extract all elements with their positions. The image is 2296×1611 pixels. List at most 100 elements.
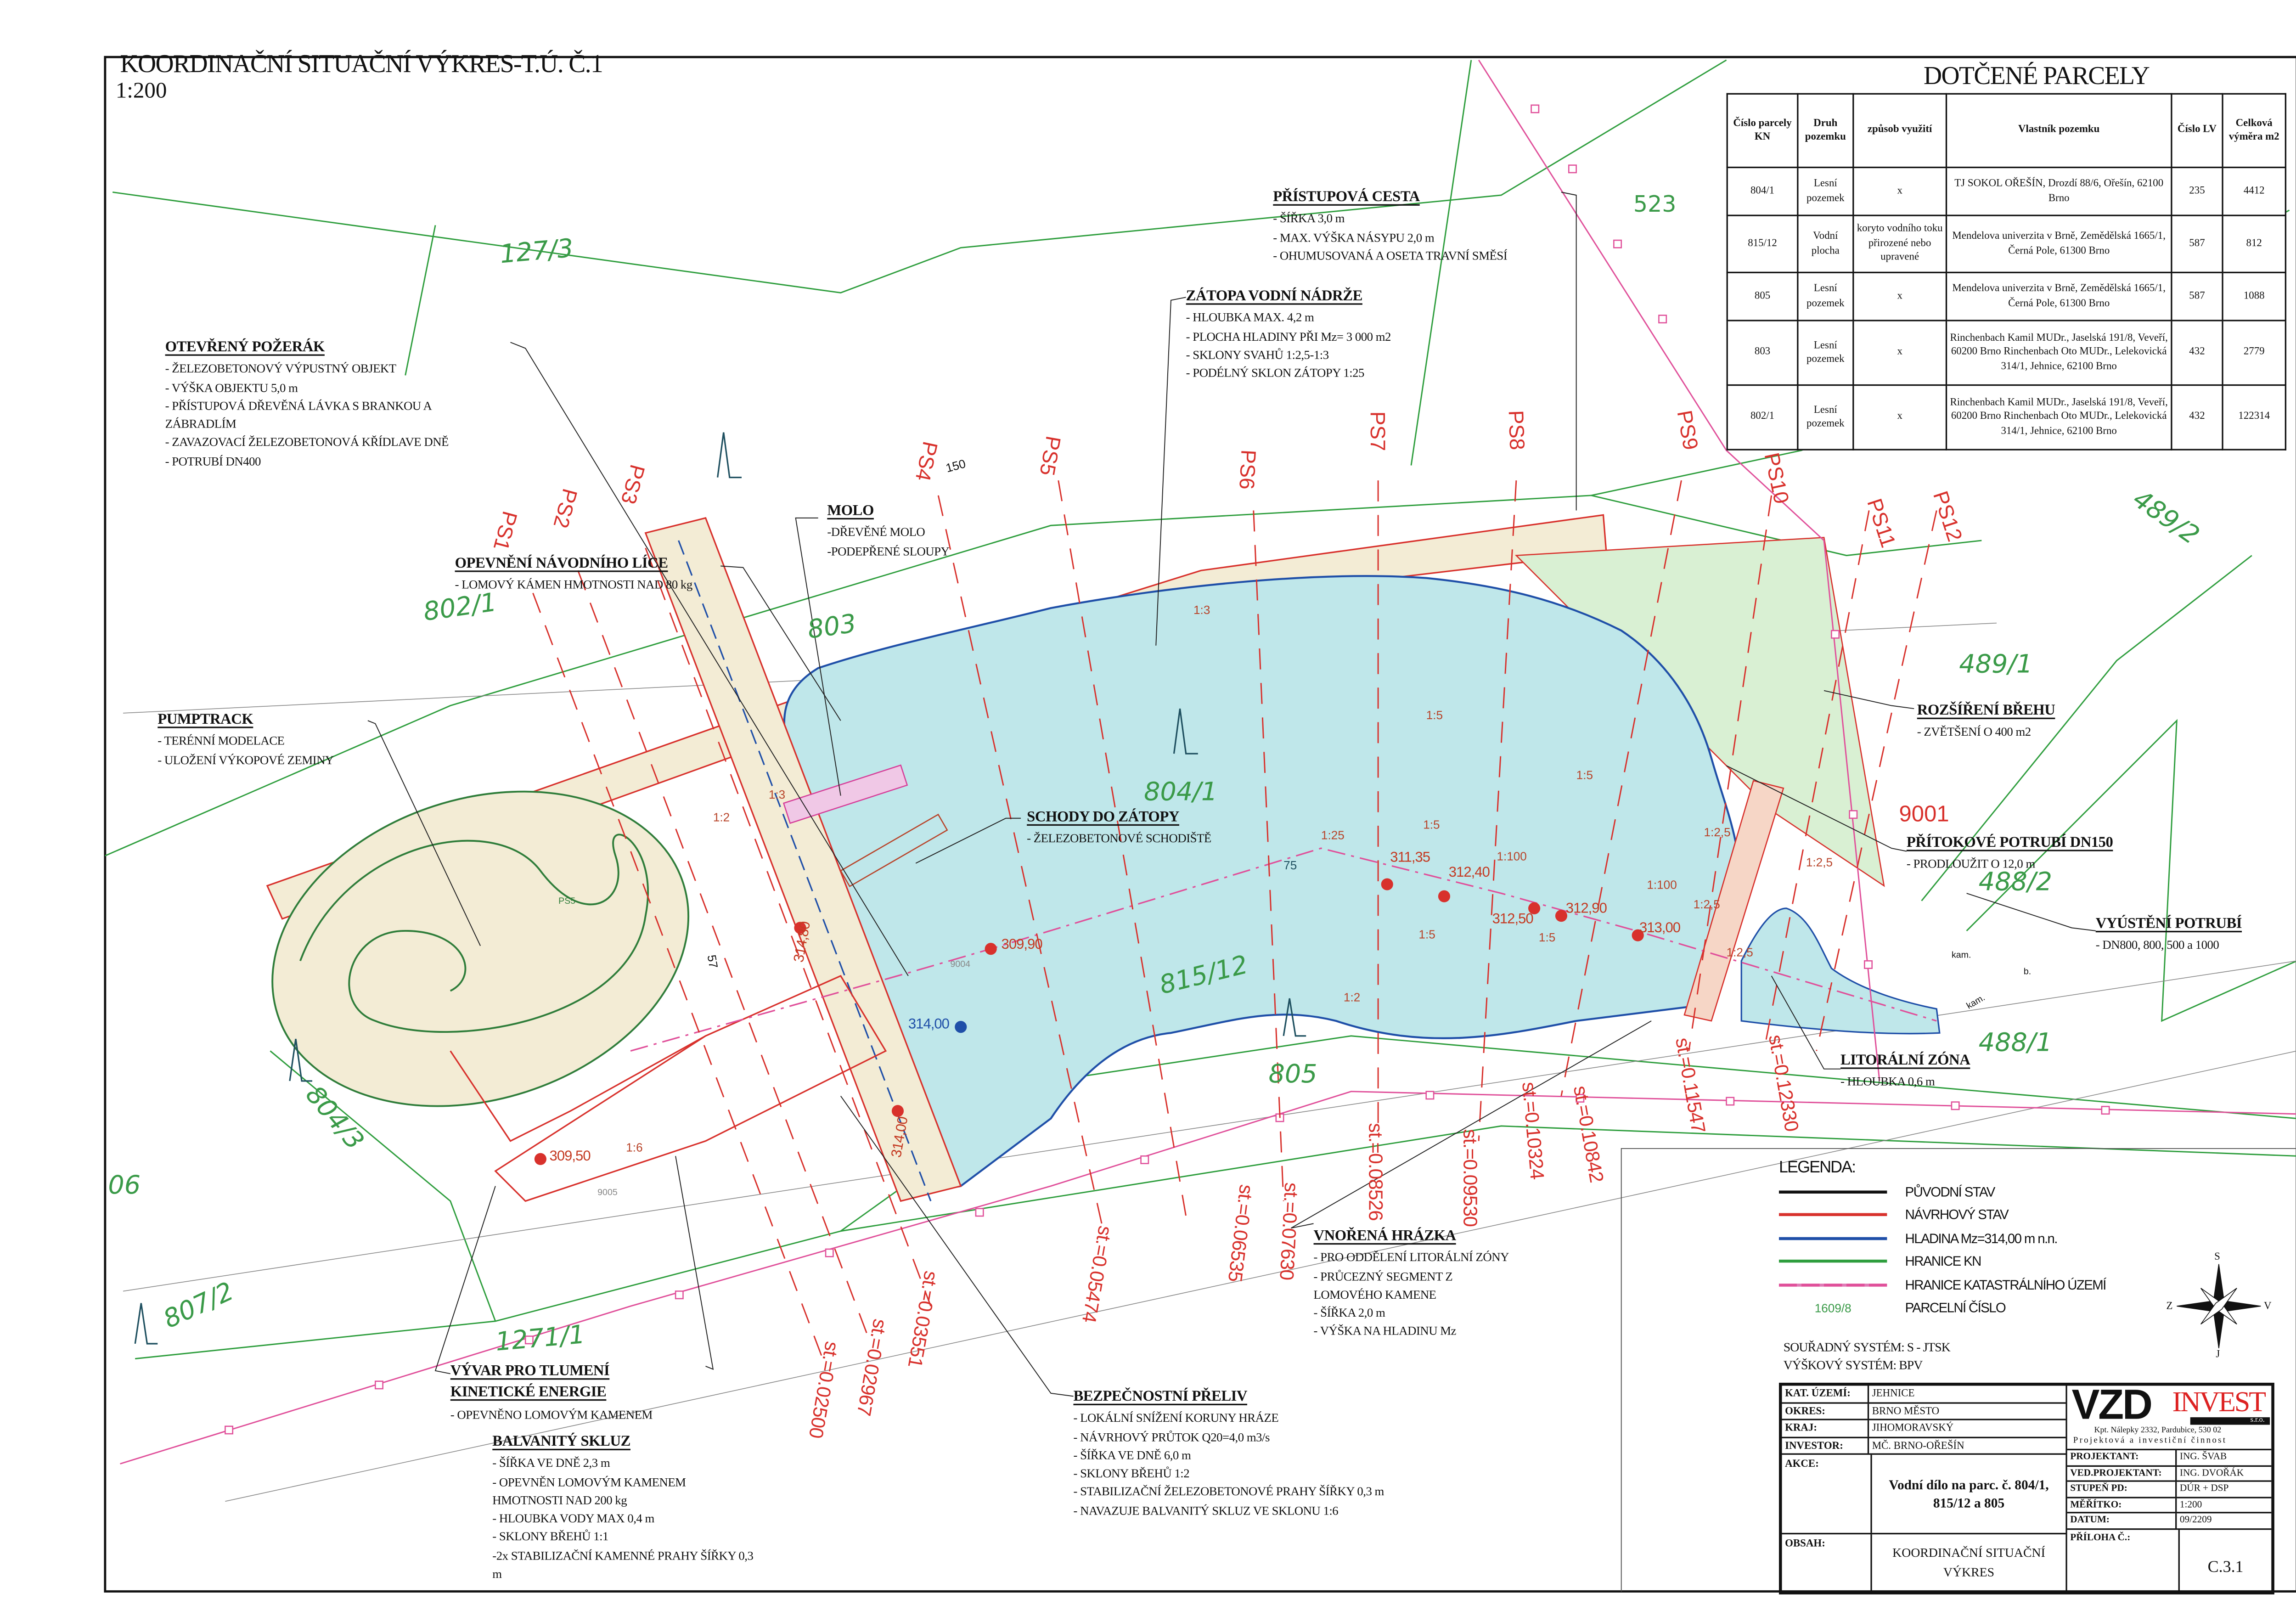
- note-pumptrack: PUMPTRACK - TERÉNNÍ MODELACE - ULOŽENÍ V…: [158, 712, 334, 770]
- field-label: OBSAH:: [1782, 1534, 1872, 1592]
- field-value: BRNO MĚSTO: [1872, 1404, 1940, 1417]
- parcel-number: 805: [1268, 1060, 1317, 1090]
- field-label: OKRES:: [1782, 1403, 1869, 1419]
- annotation-leader-lines: [367, 192, 2096, 1397]
- note-item: - POTRUBÍ DN400: [165, 454, 261, 468]
- field-label: STUPEŇ PD:: [2067, 1481, 2177, 1496]
- slope-label: 1:100: [1647, 878, 1677, 892]
- legend-line-original: [1779, 1190, 1887, 1194]
- legend-label: PARCELNÍ ČÍSLO: [1905, 1300, 2006, 1316]
- note-item: - ŠÍŘKA 2,0 m: [1313, 1306, 1385, 1320]
- elevation-label: 309,90: [1001, 936, 1043, 953]
- note-title: OPEVNĚNÍ NÁVODNÍHO LÍCE: [455, 555, 668, 572]
- table-row: 803 Lesní pozemek x Rinchenbach Kamil MU…: [1726, 320, 2286, 386]
- table-header-row: Číslo parcely KN Druh pozemku způsob vyu…: [1726, 93, 2286, 169]
- note-item: - HLOUBKA VODY MAX 0,4 m: [492, 1512, 654, 1526]
- note-item: -PODEPŘENÉ SLOUPY: [827, 544, 950, 558]
- pumptrack-label: PS5: [558, 897, 576, 907]
- note-upstream-face: OPEVNĚNÍ NÁVODNÍHO LÍCE - LOMOVÝ KÁMEN H…: [455, 555, 693, 596]
- field-label: AKCE:: [1782, 1454, 1872, 1533]
- field-value: MČ. BRNO-OŘEŠÍN: [1872, 1439, 1964, 1451]
- cell-lv: 432: [2171, 384, 2223, 451]
- note-item: - ZVĚTŠENÍ O 400 m2: [1917, 725, 2031, 739]
- material-label: kam.: [1951, 952, 1971, 961]
- pier: [782, 764, 908, 824]
- field-value: JIHOMORAVSKÝ: [1872, 1421, 1954, 1434]
- cell-vyuziti: x: [1852, 320, 1947, 386]
- column-header: Číslo LV: [2171, 93, 2223, 169]
- submerged-dam: [1683, 780, 1784, 1022]
- note-title: PŘÍTOKOVÉ POTRUBÍ DN150: [1906, 834, 2113, 851]
- cell-kn: 803: [1726, 320, 1799, 386]
- dimension-label: 57: [704, 954, 720, 969]
- column-header: Vlastník pozemku: [1945, 93, 2172, 169]
- note-title: KINETICKÉ ENERGIE: [450, 1385, 607, 1402]
- drawing-scale: 1:200: [115, 79, 167, 104]
- parcel-number: 127/3: [499, 234, 575, 270]
- legend-line-water: [1779, 1237, 1887, 1240]
- field-value: ING. DVOŘÁK: [2179, 1467, 2244, 1478]
- station-label: st.=0.08526: [1364, 1123, 1387, 1221]
- cell-vymera: 1088: [2222, 271, 2286, 321]
- cell-vymera: 2779: [2222, 320, 2286, 386]
- title-block-row: OKRES:BRNO MĚSTO: [1782, 1403, 2066, 1420]
- field-label: PŘÍLOHA Č.:: [2067, 1529, 2180, 1592]
- cell-lv: 587: [2171, 271, 2223, 321]
- cell-vyuziti: x: [1852, 166, 1947, 216]
- cell-vyuziti: x: [1852, 271, 1947, 321]
- note-bank-extension: ROZŠÍŘENÍ BŘEHU - ZVĚTŠENÍ O 400 m2: [1917, 703, 2055, 743]
- note-item: -DŘEVĚNÉ MOLO: [827, 526, 925, 540]
- project-name: Vodní dílo na parc. č. 804/1, 815/12 a 8…: [1889, 1477, 2049, 1510]
- note-item: - LOKÁLNÍ SNÍŽENÍ KORUNY HRÁZE: [1073, 1412, 1279, 1425]
- compass-rose: [2177, 1264, 2261, 1348]
- content-field: OBSAH:KOORDINAČNÍ SITUAČNÍ VÝKRES: [1782, 1534, 2066, 1592]
- parcel-number: 06: [108, 1171, 141, 1201]
- parcel-number: 804/1: [1144, 777, 1218, 808]
- column-header: Celková výměra m2: [2222, 93, 2286, 169]
- title-block-row: MĚŘÍTKO:1:200: [2067, 1498, 2272, 1514]
- cell-vlastnik: Mendelova univerzita v Brně, Zemědělská …: [1945, 214, 2172, 273]
- note-item: - VÝŠKA NA HLADINU Mz: [1313, 1325, 1457, 1339]
- table-row: 805 Lesní pozemek x Mendelova univerzita…: [1726, 271, 2286, 321]
- table-row: 815/12 Vodní plocha koryto vodního toku …: [1726, 214, 2286, 273]
- note-safety-spillway: BEZPEČNOSTNÍ PŘELIV - LOKÁLNÍ SNÍŽENÍ KO…: [1073, 1389, 1384, 1521]
- column-header: Číslo parcely KN: [1726, 93, 1799, 169]
- elevation-label: 312,50: [1492, 911, 1534, 928]
- cell-lv: 432: [2171, 320, 2223, 386]
- legend-item: HRANICE KATASTRÁLNÍHO ÚZEMÍ: [1779, 1273, 2106, 1296]
- thalweg-line: [630, 847, 1937, 1052]
- water-level-label: 314,00: [908, 1016, 950, 1033]
- field-value: DÚR + DSP: [2179, 1483, 2229, 1494]
- slope-label: 1:25: [1321, 828, 1345, 843]
- coordinate-system: SOUŘADNÝ SYSTÉM: S - JTSK: [1783, 1339, 1951, 1354]
- cell-kn: 805: [1726, 271, 1799, 321]
- note-item: HMOTNOSTI NAD 200 kg: [492, 1493, 627, 1507]
- littoral-zone: [1740, 907, 1941, 1035]
- column-header: způsob využití: [1852, 93, 1947, 169]
- note-item: - ŠÍŘKA 3,0 m: [1273, 212, 1345, 226]
- water-level-marker: [955, 1021, 967, 1033]
- note-title: LITORÁLNÍ ZÓNA: [1840, 1052, 1970, 1069]
- cell-vymera: 812: [2222, 214, 2286, 273]
- legend-label: PŮVODNÍ STAV: [1905, 1184, 1996, 1200]
- slope-label: 1:5: [1576, 768, 1593, 783]
- cell-vyuziti: x: [1852, 384, 1947, 451]
- slope-label: 1:2,5: [1693, 897, 1720, 912]
- material-label: b.: [2023, 968, 2032, 978]
- note-item: ZÁBRADLÍM: [165, 417, 236, 431]
- logo-invest: INVEST: [2172, 1387, 2267, 1419]
- field-label: DATUM:: [2067, 1513, 2177, 1528]
- affected-parcels-table: DOTČENÉ PARCELY Číslo parcely KN Druh po…: [1726, 60, 2286, 451]
- note-title: VNOŘENÁ HRÁZKA: [1313, 1228, 1457, 1245]
- note-boulder-chute: BALVANITÝ SKLUZ - ŠÍŘKA VE DNĚ 2,3 m - O…: [492, 1434, 754, 1584]
- slope-label: 1:2: [713, 811, 730, 824]
- cell-druh: Vodní plocha: [1797, 214, 1854, 273]
- title-block-row: KRAJ:JIHOMORAVSKÝ: [1782, 1420, 2066, 1438]
- note-access-road: PŘÍSTUPOVÁ CESTA - ŠÍŘKA 3,0 m - MAX. VÝ…: [1273, 189, 1507, 266]
- legend-line-kn: [1779, 1260, 1887, 1263]
- legend-item: NÁVRHOVÝ STAV: [1779, 1203, 2106, 1227]
- parcel-number: 523: [1633, 191, 1677, 218]
- note-item: - PRŮCEZNÝ SEGMENT Z: [1313, 1269, 1453, 1283]
